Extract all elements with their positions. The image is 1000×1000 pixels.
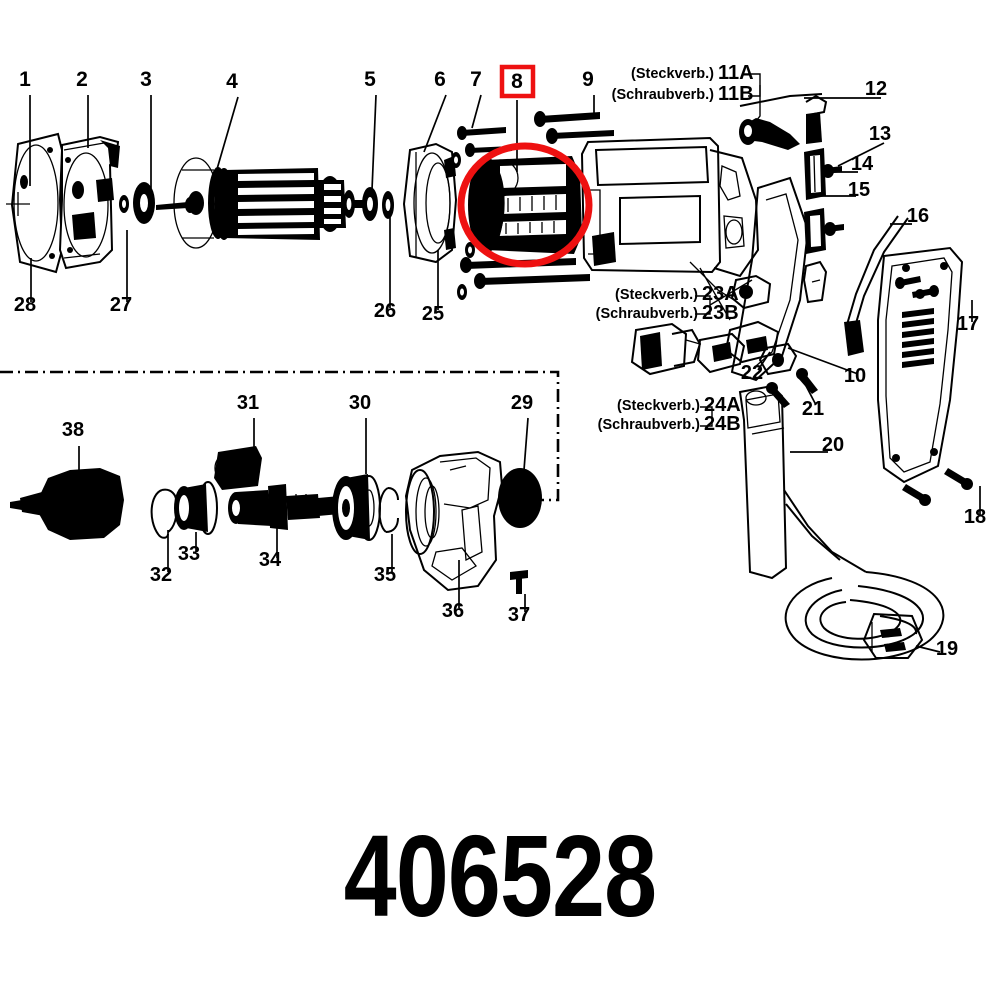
- callout-number-15: 15: [848, 179, 870, 201]
- part-8-stator-field-coil: [468, 156, 582, 254]
- callout-number-27: 27: [110, 294, 132, 316]
- callout-number-13: 13: [869, 123, 891, 145]
- part-35-circlip: [378, 487, 399, 533]
- part-32-retaining-ring: [150, 488, 178, 539]
- callout-number-9: 9: [582, 68, 594, 91]
- part-number-text: 406528: [343, 811, 657, 941]
- part-5-washers: [343, 187, 378, 221]
- callout-number-37: 37: [508, 604, 530, 626]
- part-17-handle-shell: [877, 246, 964, 484]
- connector-number-11A: 11A: [718, 62, 754, 84]
- part-2-housing-cover: [58, 135, 120, 270]
- highlight-ellipse: [457, 142, 593, 268]
- callout-number-22: 22: [741, 362, 763, 384]
- part-22-switch-block: [630, 322, 798, 376]
- connector-number-11B: 11B: [718, 83, 754, 105]
- part-37-set-screw: [510, 570, 528, 594]
- callout-number-30: 30: [349, 392, 371, 414]
- part-6-end-bracket: [402, 142, 458, 264]
- part-33-bearing: [174, 481, 218, 535]
- callout-number-14: 14: [851, 153, 874, 175]
- callout-number-16: 16: [907, 205, 929, 227]
- part-38-chuck: [10, 468, 124, 540]
- part-brush-assembly-lower: [802, 208, 844, 304]
- callout-number-8: 8: [511, 70, 523, 93]
- callout-number-17: 17: [957, 313, 979, 335]
- part-10-gear-housing: [580, 136, 810, 382]
- part-30-ball-bearing: [332, 474, 381, 541]
- part-18-screws: [902, 468, 973, 506]
- part-23-connector-leader: [695, 279, 753, 315]
- callout-number-28: 28: [14, 294, 36, 316]
- part-3-bearing: [119, 182, 155, 224]
- connector-number-23A: 23A: [702, 283, 739, 305]
- part-26-washer: [382, 191, 394, 219]
- callout-number-29: 29: [511, 392, 533, 414]
- part-36-front-housing: [404, 450, 504, 592]
- part-11-connector-leader: [748, 73, 761, 127]
- connector-screw-text-11B: (Schraubverb.): [612, 87, 714, 103]
- callout-number-2: 2: [76, 68, 88, 91]
- callout-number-36: 36: [442, 600, 464, 622]
- part-13-15-brush-assembly: [804, 148, 842, 200]
- callout-number-34: 34: [259, 549, 282, 571]
- callout-number-20: 20: [822, 434, 844, 456]
- callout-number-5: 5: [364, 68, 376, 91]
- part-28-gasket: [6, 132, 64, 274]
- connector-screw-text-23B: (Schraubverb.): [596, 306, 698, 322]
- callout-number-12: 12: [865, 78, 887, 100]
- part-12-brush-cap: [805, 94, 828, 144]
- callout-number-18: 18: [964, 506, 986, 528]
- callout-number-35: 35: [374, 564, 396, 586]
- part-21-screws: [766, 368, 818, 408]
- callout-number-32: 32: [150, 564, 172, 586]
- connector-plug-text-23A: (Steckverb.): [615, 287, 698, 303]
- connector-number-24B: 24B: [704, 413, 741, 435]
- callout-number-33: 33: [178, 543, 200, 565]
- part-9-bolts: [534, 111, 614, 144]
- connector-screw-text-24B: (Schraubverb.): [598, 417, 700, 433]
- part-31-chuck-key: [214, 446, 262, 490]
- callout-number-6: 6: [434, 68, 446, 91]
- part-19-cord-plug: [783, 489, 945, 661]
- connector-number-23B: 23B: [702, 302, 739, 324]
- part-20-cord-sleeve: [738, 384, 788, 580]
- callout-number-1: 1: [19, 68, 31, 91]
- leader-lines: [29, 94, 981, 653]
- part-16-wire: [844, 215, 909, 356]
- callout-number-4: 4: [226, 70, 238, 93]
- callout-number-19: 19: [936, 638, 958, 660]
- connector-label-layer: (Steckverb.)(Schraubverb.)11A11B(Steckve…: [596, 62, 754, 435]
- callout-number-26: 26: [374, 300, 396, 322]
- part-24-connector-leader: [700, 406, 713, 427]
- connector-number-24A: 24A: [704, 394, 741, 416]
- callout-number-31: 31: [237, 392, 259, 414]
- callout-number-7: 7: [470, 68, 482, 91]
- part-34-spindle: [228, 484, 340, 530]
- part-11-connector: [739, 93, 823, 150]
- connector-plug-text-11A: (Steckverb.): [631, 66, 714, 82]
- connector-plug-text-24A: (Steckverb.): [617, 398, 700, 414]
- part-4-armature: [173, 157, 366, 249]
- callout-number-10: 10: [844, 365, 866, 387]
- callout-number-38: 38: [62, 419, 84, 441]
- callout-number-25: 25: [422, 303, 444, 325]
- callout-number-21: 21: [802, 398, 824, 420]
- highlight-box-callout-8: [499, 64, 536, 99]
- callout-number-3: 3: [140, 68, 152, 91]
- part-29-gear: [498, 468, 542, 528]
